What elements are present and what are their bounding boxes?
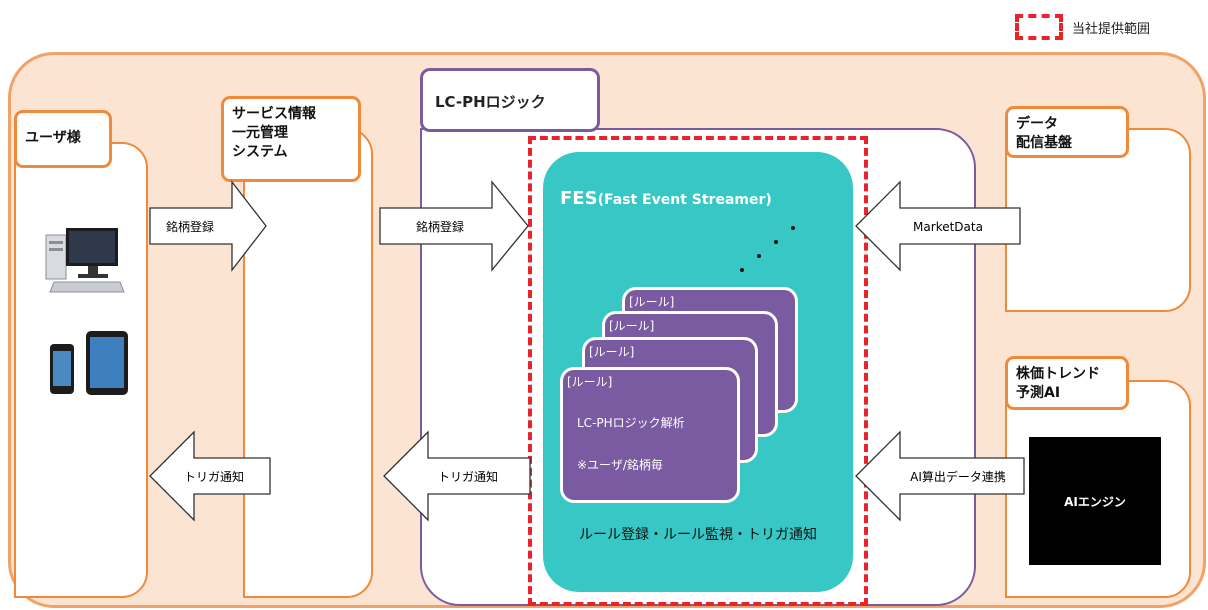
legend-label: 当社提供範囲 bbox=[1072, 22, 1151, 37]
fes-bottom-label: ルール登録・ルール監視・トリガ通知 bbox=[579, 527, 817, 543]
trigger-arrow-2-label: トリガ通知 bbox=[438, 470, 498, 484]
ai-title-line-1: 株価トレンド bbox=[1016, 366, 1100, 382]
rule-card-line-1: LC-PHロジック解析 bbox=[577, 416, 685, 430]
register-arrow-1: 銘柄登録 bbox=[149, 180, 267, 272]
data-platform-title-line-2: 配信基盤 bbox=[1016, 135, 1072, 151]
rule-card-label: [ルール] bbox=[567, 375, 613, 389]
register-arrow-2-label: 銘柄登録 bbox=[416, 219, 464, 234]
fes-title-sub: (Fast Event Streamer) bbox=[597, 192, 772, 208]
ai-link-arrow-label: AI算出データ連携 bbox=[910, 469, 1006, 484]
service-tag: サービス情報 一元管理 システム bbox=[221, 96, 361, 182]
service-title-line-1: サービス情報 bbox=[232, 106, 316, 122]
ellipsis-dot bbox=[757, 254, 761, 258]
ai-link-arrow: AI算出データ連携 bbox=[855, 430, 1025, 522]
fes-title-main: FES bbox=[560, 188, 598, 209]
smartphone-icon bbox=[50, 344, 74, 394]
desktop-computer-icon bbox=[45, 228, 125, 293]
trigger-arrow-1: トリガ通知 bbox=[149, 430, 271, 522]
user-tag: ユーザ様 bbox=[14, 110, 112, 168]
ai-tag: 株価トレンド 予測AI bbox=[1005, 356, 1129, 410]
ai-engine-box: AIエンジン bbox=[1029, 437, 1161, 565]
service-title-line-3: システム bbox=[232, 144, 288, 160]
rule-card-label: [ルール] bbox=[629, 295, 675, 309]
ellipsis-dot bbox=[791, 226, 795, 230]
register-arrow-2: 銘柄登録 bbox=[379, 180, 529, 272]
rule-card-line-2: ※ユーザ/銘柄毎 bbox=[577, 458, 663, 472]
fes-title: FES(Fast Event Streamer) bbox=[560, 188, 772, 209]
rule-card-front: [ルール] LC-PHロジック解析 ※ユーザ/銘柄毎 bbox=[560, 367, 740, 503]
market-data-arrow-label: MarketData bbox=[913, 220, 983, 234]
ai-engine-label: AIエンジン bbox=[1064, 494, 1126, 509]
service-column bbox=[243, 128, 373, 598]
data-platform-column bbox=[1005, 128, 1191, 312]
trigger-arrow-1-label: トリガ通知 bbox=[184, 470, 244, 484]
rule-card-label: [ルール] bbox=[589, 345, 635, 359]
rule-card-label: [ルール] bbox=[609, 319, 655, 333]
data-platform-tag: データ 配信基盤 bbox=[1005, 106, 1129, 158]
lc-ph-logic-tag: LC-PHロジック bbox=[420, 68, 600, 132]
user-title: ユーザ様 bbox=[25, 130, 81, 146]
service-title-line-2: 一元管理 bbox=[232, 125, 288, 141]
data-platform-title-line-1: データ bbox=[1016, 116, 1058, 132]
ai-title-line-2: 予測AI bbox=[1016, 385, 1061, 401]
tablet-icon bbox=[86, 331, 128, 395]
lc-ph-logic-title: LC-PHロジック bbox=[435, 93, 546, 111]
trigger-arrow-2: トリガ通知 bbox=[383, 430, 531, 522]
market-data-arrow: MarketData bbox=[855, 180, 1021, 272]
ellipsis-dot bbox=[740, 268, 744, 272]
legend-dashed-swatch bbox=[1015, 14, 1063, 40]
company-scope-dashed-frame bbox=[528, 136, 868, 606]
ellipsis-dot bbox=[774, 240, 778, 244]
register-arrow-1-label: 銘柄登録 bbox=[166, 219, 214, 234]
